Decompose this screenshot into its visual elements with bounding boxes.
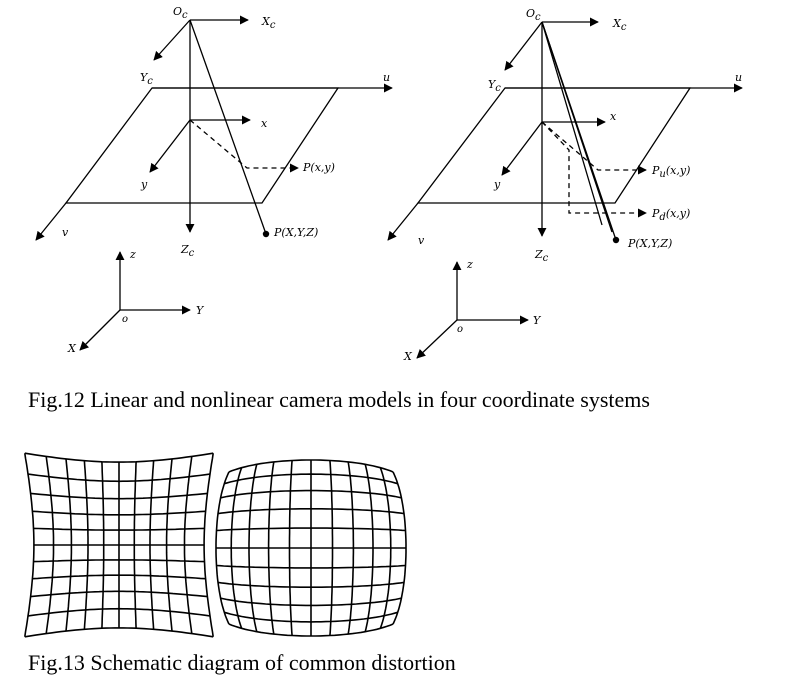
distorted-projection-dashed bbox=[541, 121, 647, 218]
svg-text:Zc: Zc bbox=[534, 248, 549, 264]
svg-text:P(X,Y,Z): P(X,Y,Z) bbox=[627, 237, 672, 250]
svg-text:Y: Y bbox=[196, 304, 205, 317]
grid-line-horizontal bbox=[228, 623, 394, 637]
grid-line-horizontal bbox=[217, 581, 405, 589]
pixel-v-axis bbox=[35, 202, 67, 241]
barrel-distortion-grid bbox=[215, 459, 407, 637]
svg-text:o: o bbox=[457, 324, 463, 335]
grid-line-vertical bbox=[203, 453, 214, 637]
svg-text:u: u bbox=[735, 71, 742, 84]
svg-text:Xc: Xc bbox=[261, 15, 276, 31]
svg-text:Xc: Xc bbox=[612, 17, 627, 33]
svg-text:y: y bbox=[493, 178, 501, 191]
grid-line-vertical bbox=[347, 461, 355, 635]
grid-line-horizontal bbox=[27, 607, 211, 617]
grid-line-vertical bbox=[24, 453, 35, 637]
grid-line-vertical bbox=[392, 471, 407, 625]
grid-line-horizontal bbox=[220, 597, 402, 607]
svg-text:u: u bbox=[383, 71, 390, 84]
svg-text:v: v bbox=[62, 226, 69, 239]
image-plane bbox=[64, 87, 340, 204]
grid-line-vertical bbox=[379, 467, 392, 629]
projection-ray-distorted bbox=[541, 21, 613, 233]
svg-text:X: X bbox=[67, 342, 77, 355]
world-point-dot bbox=[612, 236, 620, 244]
grid-line-vertical bbox=[329, 460, 334, 636]
grid-line-horizontal bbox=[30, 590, 208, 598]
linear-camera-labels: Oc Xc Yc Zc u v x y P(x,y) P(X,Y,Z) bbox=[62, 5, 390, 259]
projection-ray bbox=[189, 19, 267, 235]
svg-text:v: v bbox=[418, 234, 425, 247]
svg-text:x: x bbox=[261, 117, 268, 130]
pixel-v-axis bbox=[387, 202, 419, 241]
svg-text:Oc: Oc bbox=[526, 7, 541, 23]
grid-line-horizontal bbox=[32, 574, 206, 580]
nonlinear-world-labels: z Y X o bbox=[403, 258, 542, 363]
grid-line-vertical bbox=[149, 460, 155, 630]
grid-line-horizontal bbox=[24, 452, 214, 463]
svg-text:Oc: Oc bbox=[173, 5, 188, 21]
linear-world-labels: z Y X o bbox=[67, 248, 205, 355]
svg-text:z: z bbox=[466, 258, 473, 271]
linear-camera-model bbox=[35, 15, 393, 241]
grid-line-horizontal bbox=[224, 611, 398, 623]
ideal-projection-dashed bbox=[541, 121, 647, 175]
grid-line-vertical bbox=[364, 464, 374, 632]
svg-text:P(x,y): P(x,y) bbox=[302, 161, 335, 174]
svg-text:Pd(x,y): Pd(x,y) bbox=[651, 207, 690, 223]
grid-line-vertical bbox=[165, 458, 173, 632]
nonlinear-camera-model bbox=[387, 17, 743, 241]
pincushion-distortion-grid bbox=[24, 452, 214, 638]
camera-y-axis bbox=[504, 21, 543, 71]
projection-dashed bbox=[189, 119, 299, 173]
svg-text:Zc: Zc bbox=[180, 243, 195, 259]
figure-13-caption: Fig.13 Schematic diagram of common disto… bbox=[28, 650, 456, 675]
svg-text:Pu(x,y): Pu(x,y) bbox=[651, 164, 690, 180]
grid-line-horizontal bbox=[33, 559, 205, 563]
image-y-axis bbox=[501, 121, 543, 176]
svg-text:X: X bbox=[403, 350, 413, 363]
camera-y-axis bbox=[153, 19, 191, 61]
svg-text:z: z bbox=[129, 248, 136, 261]
image-y-axis bbox=[149, 119, 191, 173]
figure-12-caption: Fig.12 Linear and nonlinear camera model… bbox=[28, 387, 650, 412]
svg-text:Yc: Yc bbox=[140, 71, 153, 87]
svg-text:y: y bbox=[140, 178, 148, 191]
svg-text:x: x bbox=[610, 110, 617, 123]
svg-text:P(X,Y,Z): P(X,Y,Z) bbox=[273, 226, 318, 239]
nonlinear-world-axes bbox=[416, 261, 529, 359]
image-plane bbox=[416, 87, 692, 204]
grid-line-horizontal bbox=[216, 564, 406, 569]
svg-text:o: o bbox=[122, 314, 128, 325]
linear-world-axes bbox=[79, 251, 191, 351]
grid-line-vertical bbox=[133, 461, 137, 629]
svg-text:Y: Y bbox=[533, 314, 542, 327]
svg-text:Yc: Yc bbox=[488, 78, 501, 94]
grid-line-horizontal bbox=[24, 627, 214, 638]
grid-line-vertical bbox=[183, 456, 193, 634]
nonlinear-camera-labels: Oc Xc Yc Zc u v x y Pu(x,y) Pd(x,y) P(X,… bbox=[418, 7, 742, 264]
projection-ray-ideal bbox=[541, 21, 603, 226]
world-point-dot bbox=[262, 230, 270, 238]
